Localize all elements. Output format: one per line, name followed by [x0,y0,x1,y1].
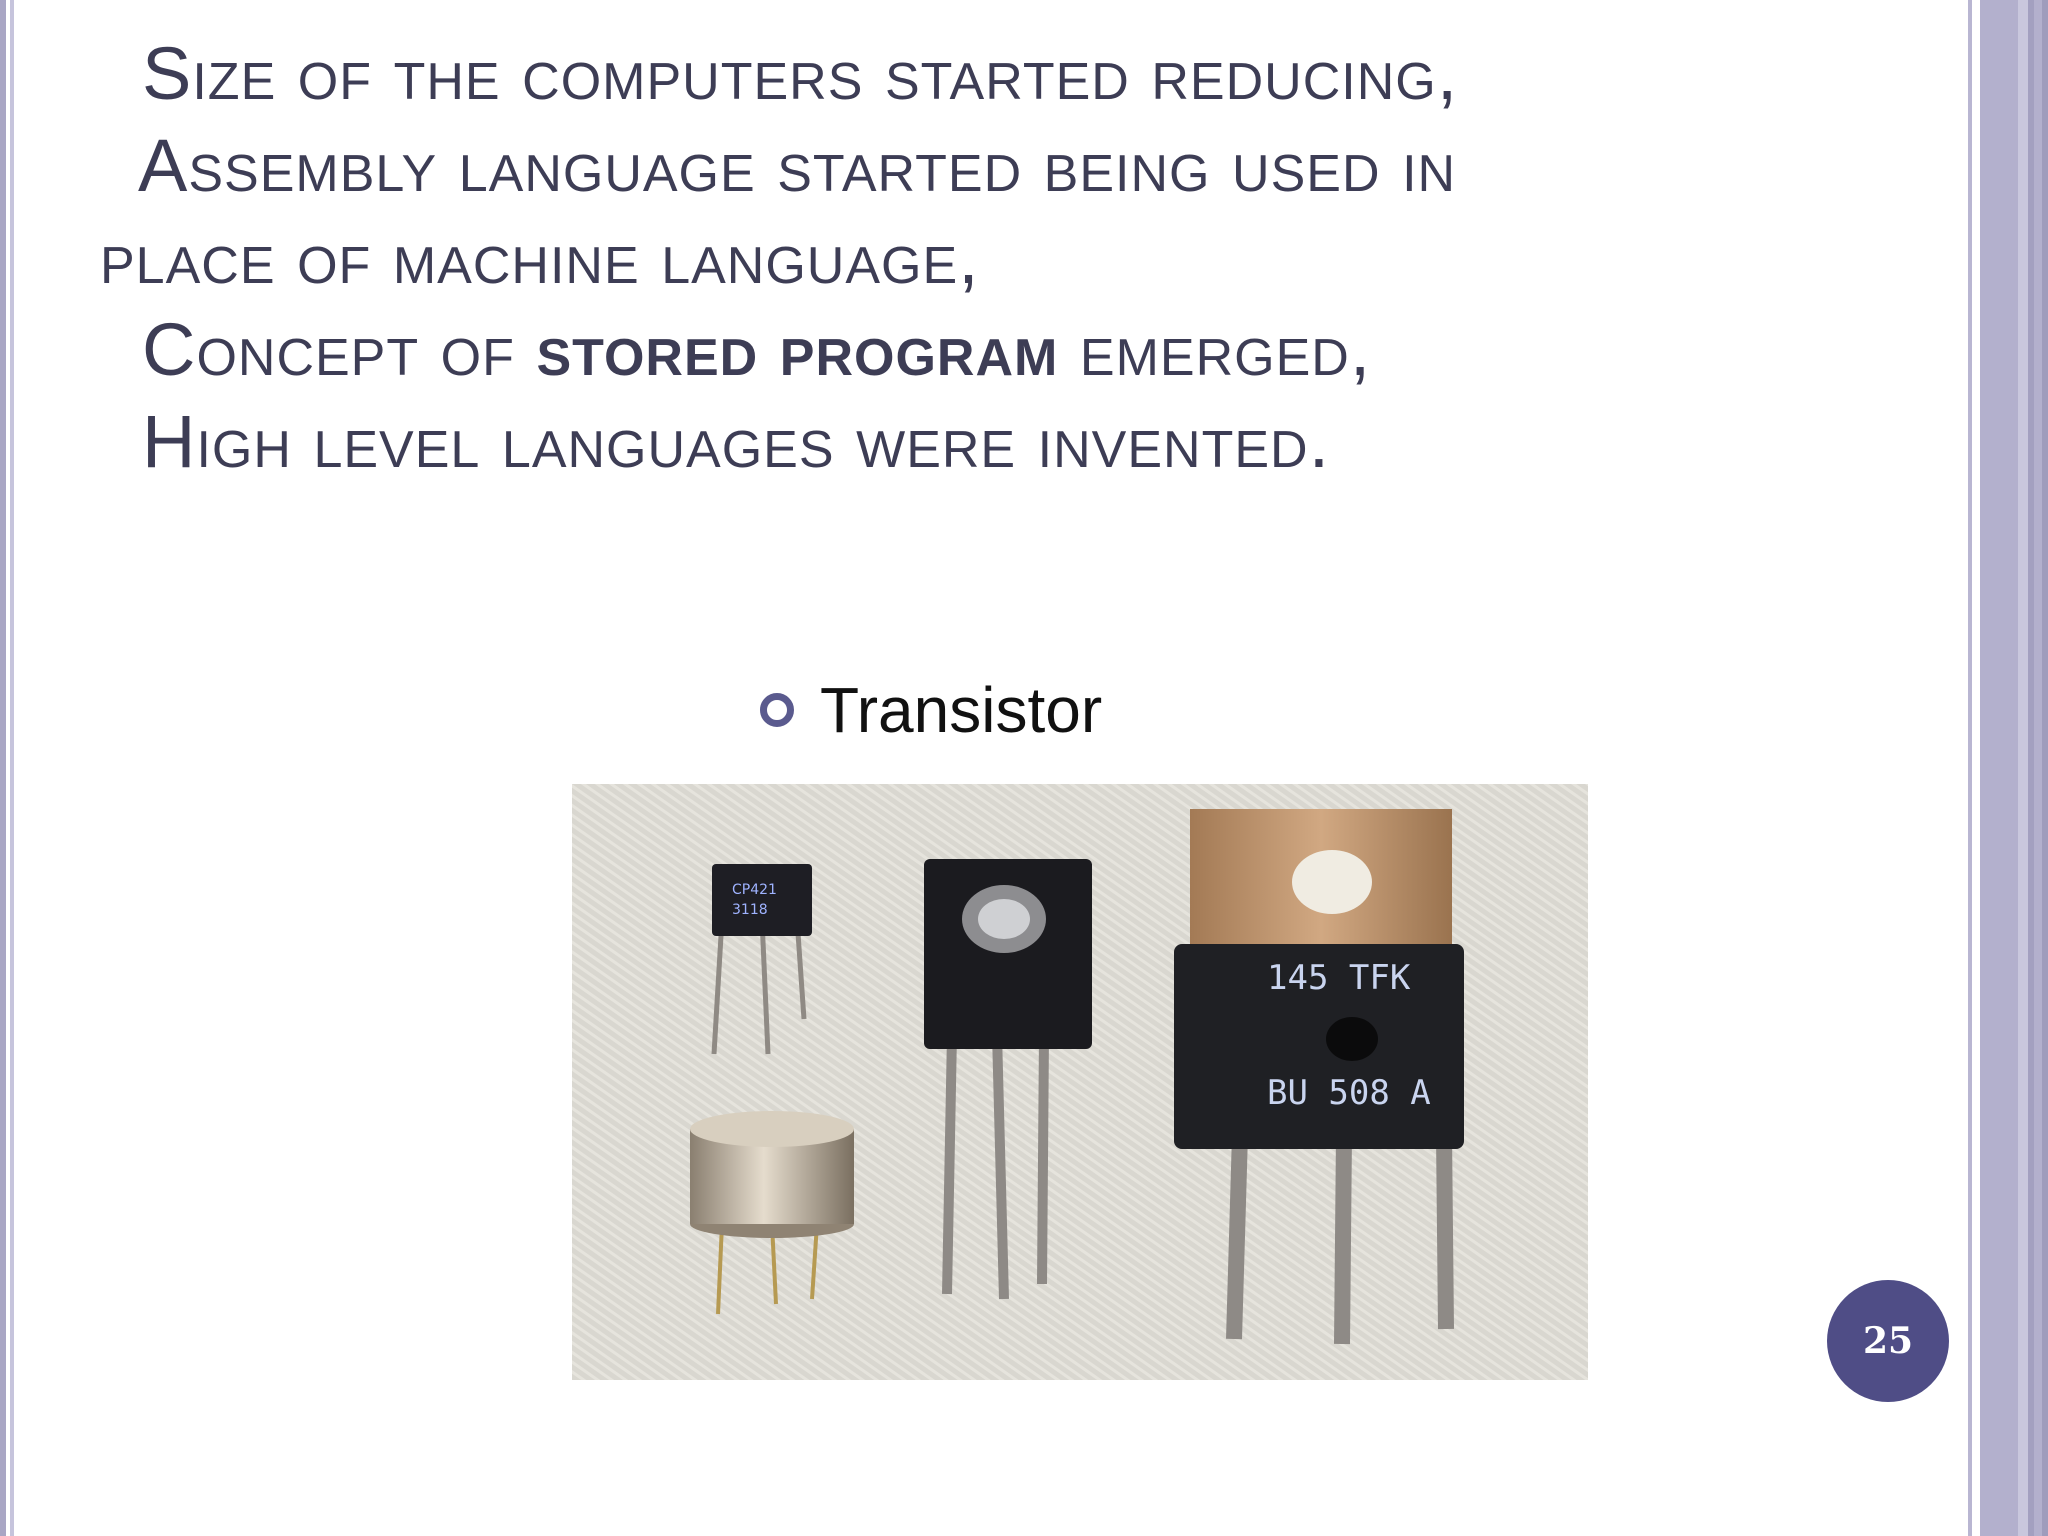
title-line-5: High level languages were invented. [142,400,1331,483]
stored-program-emphasis: stored program [536,308,1059,391]
svg-text:CP421: CP421 [732,882,777,898]
title-line-2: Assembly language started being used in [138,124,1457,207]
title-line-4-start: Concept of [142,308,515,391]
power-transistor-label-2: BU 508 A [1267,1073,1431,1113]
page-number-badge: 25 [1827,1280,1949,1402]
title-line-1: Size of the computers started reducing, [142,32,1459,115]
svg-text:3118: 3118 [732,902,768,918]
slide-frame-left [0,0,22,1536]
title-line-3: place of machine language, [100,216,980,299]
metal-can-transistor [690,1111,854,1315]
title-line-4: Concept of stored program emerged, [142,304,1680,396]
medium-transistor [924,859,1092,1300]
bullet-item: Transistor [760,670,1102,750]
bullet-text: Transistor [820,674,1103,746]
transistor-photo: CP421 3118 145 TFK BU 508 A [572,784,1588,1380]
title-line-4-end: emerged, [1079,308,1372,391]
power-transistor-label-1: 145 TFK [1267,958,1411,998]
small-transistor: CP421 3118 [711,864,812,1055]
slide-title: Size of the computers started reducing, … [100,28,1680,488]
slide-frame-right [1958,0,2048,1536]
power-transistor: 145 TFK BU 508 A [1174,809,1464,1345]
bullet-ring-icon [760,693,794,727]
